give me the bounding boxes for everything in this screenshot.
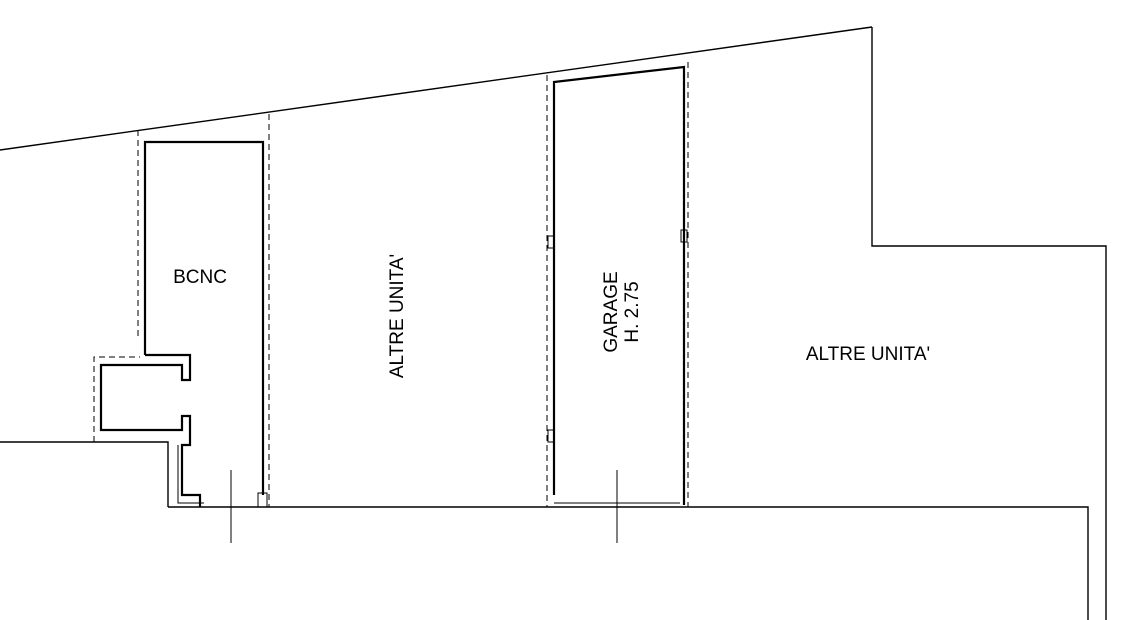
altre-unita-right-label: ALTRE UNITA' (806, 344, 930, 365)
bcnc-outline (143, 140, 265, 495)
right-outer-wall (871, 27, 1107, 620)
top-slanted-wall (0, 26, 873, 151)
garage-height-label: H. 2.75 (622, 281, 643, 342)
bcnc-recess-dashed (93, 356, 140, 442)
garage-name-label: GARAGE (601, 271, 622, 352)
bcnc-recess-outline (99, 353, 202, 507)
left-lower-wall (0, 441, 169, 507)
bcnc-label: BCNC (173, 267, 227, 288)
bcnc-room (93, 114, 270, 543)
garage-left-pilaster-bottom (547, 429, 555, 443)
bcnc-inner-jamb (177, 445, 204, 504)
bottom-boundary (168, 506, 1089, 620)
bcnc-door-post (257, 492, 268, 508)
garage-right-pilaster (680, 229, 688, 243)
altre-unita-left-label: ALTRE UNITA' (387, 254, 408, 378)
garage-room (546, 62, 689, 543)
outer-perimeter (0, 26, 1107, 620)
garage-outline (552, 65, 686, 505)
garage-left-pilaster-top (547, 235, 555, 249)
